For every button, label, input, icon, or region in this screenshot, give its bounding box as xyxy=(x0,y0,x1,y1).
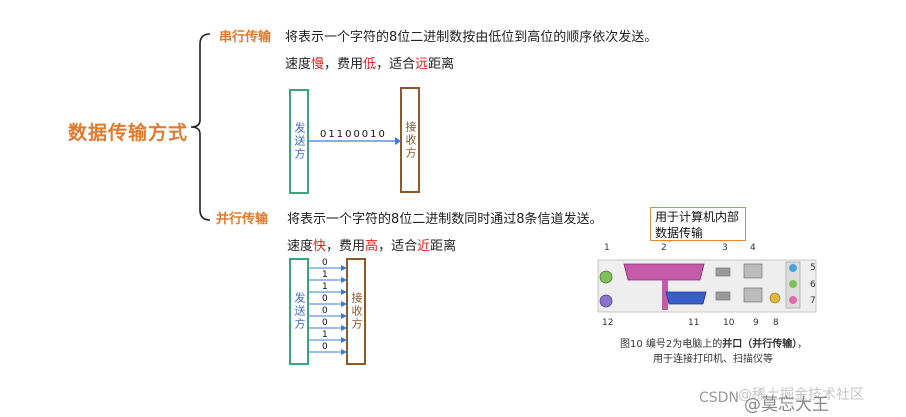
port-num-3: 3 xyxy=(722,243,728,253)
parallel-bits: 0 1 1 0 0 0 1 0 xyxy=(322,258,332,365)
callout-box: 用于计算机内部数据传输 xyxy=(650,207,746,241)
port-num-4: 4 xyxy=(750,243,756,253)
parallel-range-prefix: ，适合 xyxy=(378,239,418,254)
serial-speed-prefix: 速度 xyxy=(285,57,312,72)
parallel-bit: 1 xyxy=(322,330,328,340)
serial-cost-prefix: ，费用 xyxy=(324,57,364,72)
parallel-bit: 0 xyxy=(322,318,328,328)
curly-brace xyxy=(190,33,211,221)
parallel-properties: 速度快，费用高，适合近距离 xyxy=(287,235,456,254)
caption-prefix: 图10 编号2为电脑上的 xyxy=(620,339,723,350)
ps2-keyboard-port-icon xyxy=(599,294,613,308)
serial-description: 将表示一个字符的8位二进制数按由低位到高位的顺序依次发送。 xyxy=(285,30,658,45)
parallel-sender-box: 发送方 xyxy=(289,258,309,365)
ps2-mouse-port-icon xyxy=(599,270,613,284)
parallel-bit: 0 xyxy=(322,294,328,304)
motherboard-ports-figure xyxy=(592,242,832,334)
serial-range-value: 远 xyxy=(415,57,429,72)
parallel-bit: 0 xyxy=(322,258,328,268)
serial-sender-box: 发送方 xyxy=(289,89,309,194)
audio-line-in-icon xyxy=(789,264,797,272)
port-num-5: 5 xyxy=(810,263,816,273)
coax-port-icon xyxy=(769,292,781,304)
main-title: 数据传输方式 xyxy=(68,122,189,144)
watermark-csdn: CSDN xyxy=(699,390,739,406)
parallel-arrowhead xyxy=(341,289,347,295)
vga-port-icon xyxy=(665,291,707,305)
port-num-6: 6 xyxy=(810,280,816,290)
watermark-juejin: @稀土掘金技术社区 xyxy=(738,387,864,403)
parallel-range-suffix: 距离 xyxy=(430,239,457,254)
parallel-bit: 0 xyxy=(322,342,328,352)
port-num-8: 8 xyxy=(773,318,779,328)
serial-speed-value: 慢 xyxy=(311,57,325,72)
parallel-arrowhead xyxy=(341,265,347,271)
parallel-arrowhead xyxy=(341,313,347,319)
serial-properties: 速度慢，费用低，适合远距离 xyxy=(285,53,454,72)
parallel-cost-prefix: ，费用 xyxy=(326,239,366,254)
parallel-arrowhead xyxy=(341,337,347,343)
parallel-bit: 1 xyxy=(322,270,328,280)
serial-range-suffix: 距离 xyxy=(428,57,455,72)
parallel-arrowhead xyxy=(341,277,347,283)
port-num-12: 12 xyxy=(602,318,614,328)
parallel-bit: 0 xyxy=(322,306,328,316)
audio-out-icon xyxy=(789,280,797,288)
parallel-range-value: 近 xyxy=(417,239,431,254)
port-num-10: 10 xyxy=(723,318,735,328)
parallel-arrowhead xyxy=(341,301,347,307)
parallel-cost-value: 高 xyxy=(365,239,379,254)
serial-range-prefix: ，适合 xyxy=(376,57,416,72)
parallel-arrowhead xyxy=(341,325,347,331)
port-num-9: 9 xyxy=(753,318,759,328)
serial-receiver-box: 接收方 xyxy=(400,87,420,193)
parallel-lines xyxy=(309,265,347,355)
serial-cost-value: 低 xyxy=(363,57,377,72)
serial-arrow xyxy=(309,137,401,145)
audio-mic-icon xyxy=(789,296,797,304)
parallel-bit: 1 xyxy=(322,282,328,292)
port-num-2: 2 xyxy=(661,243,667,253)
watermark-author: @莫忘大王 xyxy=(744,395,829,415)
serial-bits: 01100010 xyxy=(320,129,387,140)
port-num-7: 7 xyxy=(810,296,816,306)
serial-label: 串行传输 xyxy=(219,30,272,45)
parallel-speed-prefix: 速度 xyxy=(287,239,314,254)
parallel-label: 并行传输 xyxy=(216,212,269,227)
figure-caption-line1: 图10 编号2为电脑上的并口（并行传输）， xyxy=(620,335,807,350)
parallel-arrowhead xyxy=(341,349,347,355)
lan-port-icon xyxy=(743,263,763,279)
parallel-port-icon xyxy=(623,263,705,281)
parallel-description: 将表示一个字符的8位二进制数同时通过8条信道发送。 xyxy=(287,212,603,227)
caption-bold: 并口（并行传输） xyxy=(722,339,798,350)
parallel-speed-value: 快 xyxy=(313,239,327,254)
port-num-11: 11 xyxy=(688,318,700,328)
port-num-1: 1 xyxy=(604,243,610,253)
figure-caption-line2: 用于连接打印机、扫描仪等 xyxy=(653,354,773,365)
caption-suffix: ， xyxy=(797,339,808,350)
parallel-receiver-box: 接收方 xyxy=(346,258,366,365)
usb-port-icon xyxy=(715,267,731,277)
